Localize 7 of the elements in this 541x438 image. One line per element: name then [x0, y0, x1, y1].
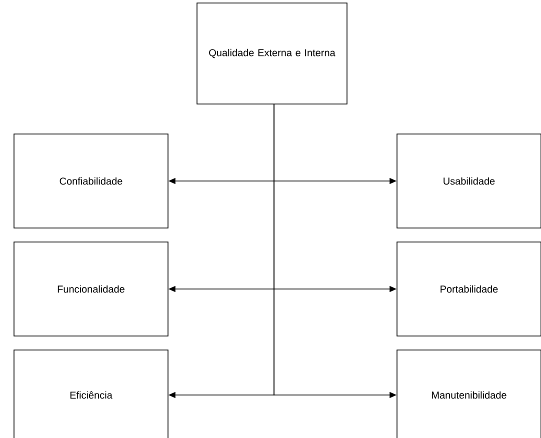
box: Usabilidade: [396, 134, 541, 228]
box: Confiabilidade: [14, 134, 168, 228]
box: Funcionalidade: [14, 242, 168, 336]
box: Portabilidade: [396, 242, 541, 336]
box: Manutenibilidade: [396, 350, 541, 438]
box: Qualidade Externa e Interna: [196, 2, 348, 104]
box: Eficiência: [14, 350, 168, 438]
